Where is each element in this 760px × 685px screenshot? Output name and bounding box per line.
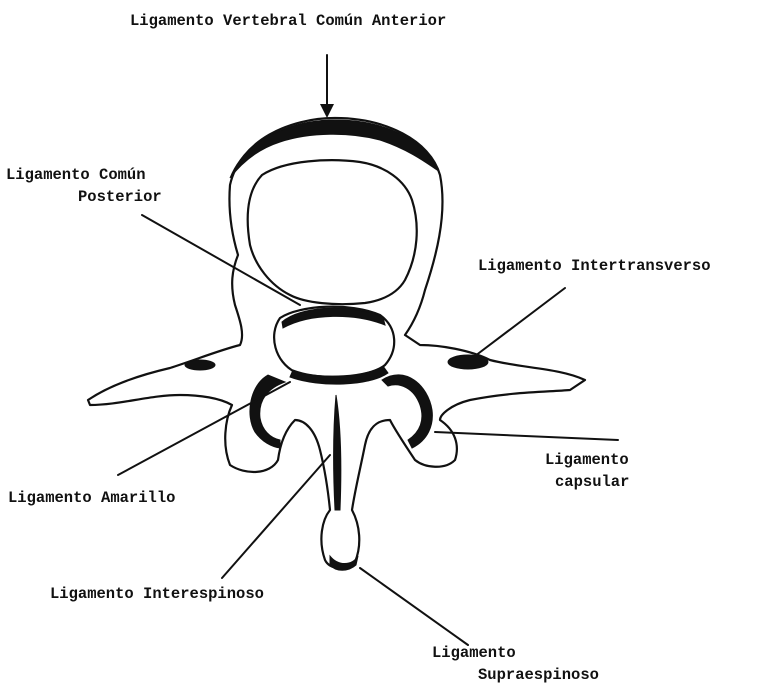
arrowhead-anterior xyxy=(320,104,334,118)
leader-supraespinoso xyxy=(360,568,468,645)
ligament-intertransverso-left xyxy=(185,360,215,370)
label-supraespinoso-line2: Supraespinoso xyxy=(478,666,599,684)
label-amarillo: Ligamento Amarillo xyxy=(8,489,175,507)
label-posterior-line1: Ligamento Común xyxy=(6,166,146,184)
label-posterior-line2: Posterior xyxy=(78,188,162,206)
leader-intertransverso xyxy=(475,288,565,356)
label-interespinoso: Ligamento Interespinoso xyxy=(50,585,264,603)
label-supraespinoso-line1: Ligamento xyxy=(432,644,516,662)
leader-capsular xyxy=(435,432,618,440)
leader-interespinoso xyxy=(222,455,330,578)
ligament-intertransverso-right xyxy=(448,355,488,369)
vertebral-foramen xyxy=(248,160,417,304)
label-anterior: Ligamento Vertebral Común Anterior xyxy=(130,12,446,30)
label-capsular-line2: capsular xyxy=(555,473,629,491)
label-capsular-line1: Ligamento xyxy=(545,451,629,469)
label-intertransverso: Ligamento Intertransverso xyxy=(478,257,711,275)
